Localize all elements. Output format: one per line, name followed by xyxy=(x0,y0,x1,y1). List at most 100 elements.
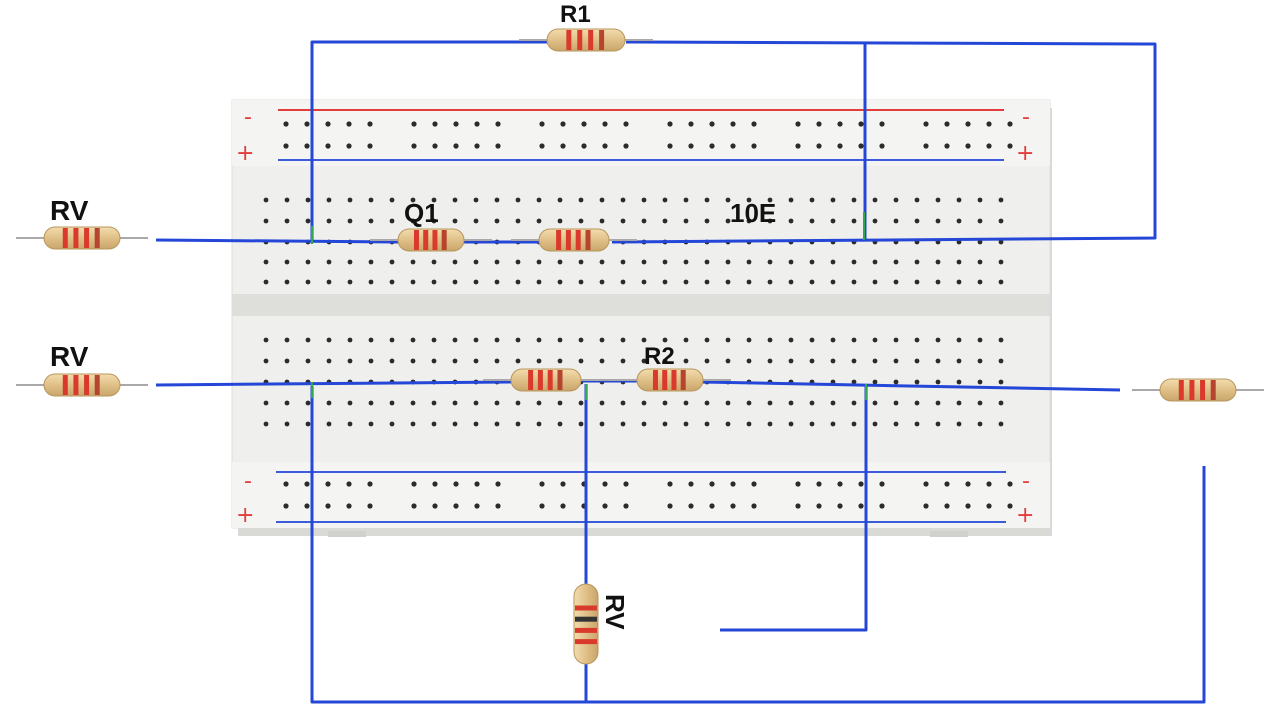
hole xyxy=(623,481,629,487)
hole xyxy=(935,337,941,343)
resistor-band xyxy=(556,230,562,250)
hole xyxy=(795,143,801,149)
resistor-mid-lower-right[interactable] xyxy=(609,368,731,392)
hole xyxy=(495,481,501,487)
wire-upper-left[interactable] xyxy=(155,238,399,244)
hole xyxy=(944,503,950,509)
resistor-body xyxy=(397,228,465,252)
resistor-band xyxy=(62,228,68,248)
resistor-bottom-vertical[interactable] xyxy=(573,583,599,665)
hole xyxy=(474,143,480,149)
hole xyxy=(914,259,920,265)
wire-lower-right[interactable] xyxy=(701,380,1121,392)
hole xyxy=(431,337,437,343)
hole xyxy=(725,421,731,427)
hole xyxy=(452,337,458,343)
hole xyxy=(746,218,752,224)
hole xyxy=(410,421,416,427)
hole xyxy=(474,503,480,509)
hole xyxy=(830,358,836,364)
hole xyxy=(389,421,395,427)
hole xyxy=(809,197,815,203)
resistor-left-lower[interactable] xyxy=(16,373,148,397)
hole xyxy=(539,143,545,149)
hole xyxy=(893,218,899,224)
hole xyxy=(725,218,731,224)
resistor-mid-upper-right[interactable] xyxy=(511,228,637,252)
hole xyxy=(620,400,626,406)
hole xyxy=(725,358,731,364)
hole xyxy=(578,259,584,265)
hole xyxy=(431,421,437,427)
hole xyxy=(641,358,647,364)
wire-bottom-loop[interactable] xyxy=(310,386,1206,704)
hole xyxy=(851,197,857,203)
hole xyxy=(494,400,500,406)
hole xyxy=(325,481,331,487)
wires xyxy=(155,40,1206,704)
hole xyxy=(788,279,794,285)
hole xyxy=(956,279,962,285)
hole xyxy=(305,400,311,406)
hole xyxy=(851,279,857,285)
hole xyxy=(730,121,736,127)
hole xyxy=(816,481,822,487)
hole xyxy=(536,259,542,265)
hole xyxy=(347,197,353,203)
hole xyxy=(641,337,647,343)
hole xyxy=(893,259,899,265)
resistor-top[interactable] xyxy=(519,28,653,52)
hole xyxy=(977,218,983,224)
hole xyxy=(494,259,500,265)
hole xyxy=(830,400,836,406)
wire-lower-hook[interactable] xyxy=(720,386,868,632)
hole xyxy=(495,143,501,149)
hole xyxy=(788,358,794,364)
label-mid-lower-right: R2 xyxy=(644,343,675,370)
hole xyxy=(704,337,710,343)
hole xyxy=(263,197,269,203)
hole xyxy=(725,259,731,265)
hole xyxy=(977,259,983,265)
hole xyxy=(956,400,962,406)
hole xyxy=(816,143,822,149)
hole xyxy=(923,143,929,149)
hole xyxy=(998,400,1004,406)
hole xyxy=(305,337,311,343)
hole xyxy=(923,481,929,487)
wire-lower-left[interactable] xyxy=(155,380,513,387)
resistor-band xyxy=(575,230,581,250)
hole xyxy=(368,218,374,224)
hole xyxy=(830,421,836,427)
hole xyxy=(809,400,815,406)
hole xyxy=(830,337,836,343)
hole xyxy=(837,143,843,149)
hole xyxy=(620,421,626,427)
resistor-left-upper[interactable] xyxy=(16,226,148,250)
hole xyxy=(795,121,801,127)
hole xyxy=(986,143,992,149)
hole xyxy=(432,503,438,509)
hole xyxy=(368,337,374,343)
hole xyxy=(284,197,290,203)
resistor-mid-lower-left[interactable] xyxy=(483,368,609,392)
wire-top-left[interactable] xyxy=(310,40,548,240)
resistor-mid-upper-left[interactable] xyxy=(370,228,492,252)
hole xyxy=(453,143,459,149)
hole xyxy=(473,421,479,427)
resistor-band xyxy=(94,228,100,248)
hole xyxy=(641,259,647,265)
wire-top-right-loop[interactable] xyxy=(611,40,1157,244)
hole xyxy=(305,421,311,427)
resistor-band xyxy=(432,230,438,250)
hole xyxy=(683,337,689,343)
resistor-far-right[interactable] xyxy=(1132,378,1264,402)
hole xyxy=(453,121,459,127)
hole xyxy=(879,143,885,149)
bottom-left-minus: - xyxy=(244,469,252,494)
hole xyxy=(704,279,710,285)
hole xyxy=(367,121,373,127)
hole xyxy=(858,503,864,509)
hole xyxy=(560,481,566,487)
hole xyxy=(662,218,668,224)
